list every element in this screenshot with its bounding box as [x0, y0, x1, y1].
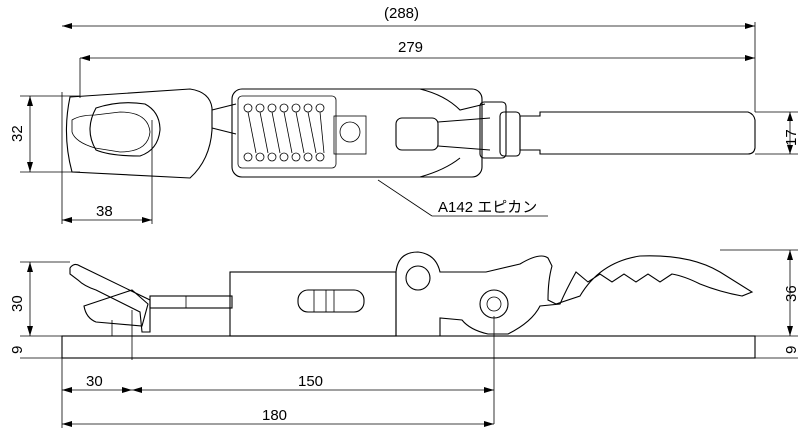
- dim-base-length: 180: [262, 407, 287, 424]
- latch-body-left: [65, 88, 213, 179]
- side-housing: [229, 271, 397, 337]
- pivot-block-right: [499, 111, 521, 157]
- link-bar: [437, 117, 491, 151]
- dim-hook-height: 30: [9, 295, 26, 312]
- housing-right-taper: [419, 88, 486, 178]
- dim-pivot-distance: 150: [298, 373, 323, 390]
- dim-hook-offset: 30: [86, 373, 103, 390]
- rod: [149, 295, 233, 309]
- slider-pin: [339, 121, 361, 143]
- spring-coils: [243, 103, 325, 162]
- part-number-callout: A142 エピカン: [438, 199, 537, 216]
- hook: [69, 263, 151, 333]
- dim-loop-offset: 38: [96, 203, 113, 220]
- lever-pivot-outer: [405, 265, 431, 291]
- spring-housing-inner: [237, 95, 337, 169]
- base-plate: [61, 335, 756, 359]
- spring-housing: [231, 88, 483, 178]
- clevis: [395, 117, 439, 151]
- top-view: (288) 279 32 17 38 A142 エピカン: [9, 5, 800, 224]
- dim-pitch-length: 279: [398, 39, 423, 56]
- dim-body-height: 32: [9, 125, 26, 142]
- dim-overall-height: 36: [783, 285, 800, 302]
- handle-pivot-outer: [479, 289, 509, 319]
- side-slot: [297, 289, 365, 313]
- dim-overall-length: (288): [384, 5, 419, 22]
- handle-pivot-inner: [486, 296, 502, 312]
- dim-base-thickness-left: 9: [9, 346, 26, 354]
- eye-slot-inner: [71, 111, 151, 153]
- handle-top: [519, 111, 756, 155]
- eye-slot: [89, 102, 161, 157]
- pivot-block: [479, 101, 507, 159]
- slider-block: [333, 115, 367, 155]
- dim-base-thickness-right: 9: [783, 346, 800, 354]
- side-view: 30 9 36 9 30 150 180: [9, 249, 800, 428]
- dim-handle-width: 17: [783, 129, 800, 146]
- hook-lower: [83, 289, 149, 327]
- lever: [395, 251, 754, 337]
